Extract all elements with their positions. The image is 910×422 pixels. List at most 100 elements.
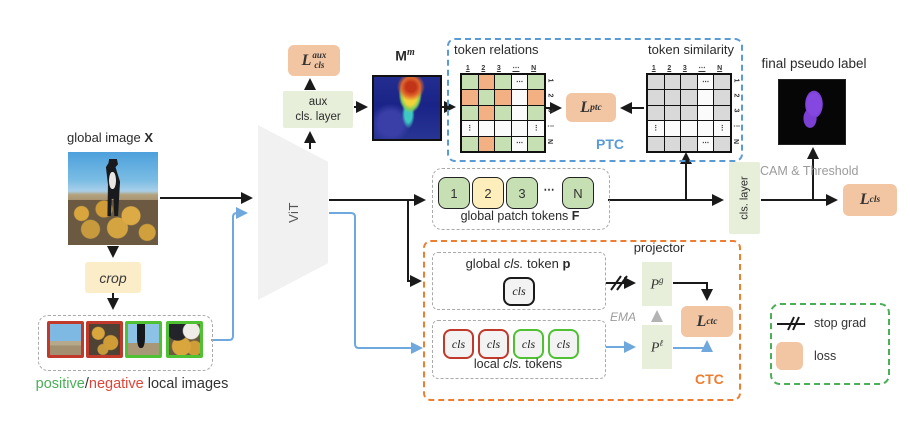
grid-cell	[528, 105, 544, 121]
stop-grad-label: stop grad	[814, 316, 867, 330]
global-cls-token-title: global cls. token p	[465, 256, 571, 271]
global-patch-tokens-caption: global patch tokens F	[460, 209, 580, 223]
grid-cell	[714, 90, 730, 105]
local-images-box	[38, 315, 213, 371]
grid-cell	[664, 121, 681, 136]
projector-global-box: Pg	[642, 262, 672, 306]
grid-cell	[462, 75, 478, 90]
grid-cell	[495, 136, 511, 151]
grid-cell	[714, 136, 730, 151]
grid-cell	[697, 121, 714, 136]
global-cls-chip: cls	[503, 277, 535, 306]
axis-label: N	[546, 138, 554, 145]
global-image-label: global image X	[66, 130, 153, 145]
axis-label: 2	[481, 65, 486, 72]
axis-label: 1	[465, 65, 470, 72]
grid-cell	[495, 121, 511, 136]
local-image-positive-1	[125, 321, 162, 358]
local-image-positive-2	[166, 321, 203, 358]
axis-label: N	[531, 65, 537, 72]
rock-wall	[68, 200, 158, 245]
token-relations-grid: ⋯⋮⋮⋯	[460, 73, 546, 153]
loss-label: loss	[814, 349, 837, 363]
axis-label: 2	[667, 65, 672, 72]
relations-col-labels: 1 2 3 ⋯ N	[460, 62, 542, 72]
cls-layer-box: cls. layer	[729, 162, 760, 234]
patch-token-dots: ⋯	[543, 184, 555, 196]
grid-cell	[478, 105, 495, 121]
grid-cell	[648, 136, 664, 151]
blue-arrows	[211, 207, 713, 354]
ptc-tag: PTC	[596, 136, 624, 152]
grid-cell	[697, 90, 714, 105]
ema-label: EMA	[610, 310, 637, 324]
dog-chest	[109, 172, 116, 190]
grid-cell	[478, 90, 495, 105]
patch-token-n: N	[562, 177, 594, 209]
grid-cell	[681, 121, 697, 136]
grid-cell	[528, 136, 544, 151]
activation-map-label: Mm	[395, 47, 415, 64]
patch-token-2: 2	[472, 177, 504, 209]
grid-cell: ⋯	[697, 136, 714, 151]
grid-cell	[478, 121, 495, 136]
axis-label: 3	[496, 65, 501, 72]
global-image	[68, 152, 158, 245]
final-pseudo-label-title: final pseudo label	[761, 56, 867, 71]
axis-label: ⋮	[546, 122, 553, 130]
grid-cell	[511, 90, 528, 105]
activation-map-image	[372, 75, 442, 141]
axis-label: 1	[546, 78, 554, 83]
crop-box: crop	[85, 262, 141, 293]
grid-cell	[511, 121, 528, 136]
token-similarity-title: token similarity	[648, 42, 734, 57]
grid-cell	[478, 136, 495, 151]
axis-label: N	[717, 65, 723, 72]
ctc-tag: CTC	[695, 371, 724, 387]
grid-cell	[664, 136, 681, 151]
grid-cell	[462, 90, 478, 105]
grid-cell	[511, 105, 528, 121]
grid-cell	[495, 75, 511, 90]
projector-label: projector	[633, 240, 685, 255]
ptc-module-box	[447, 38, 743, 162]
grid-cell	[714, 75, 730, 90]
grid-cell	[681, 90, 697, 105]
grid-cell: ⋮	[528, 121, 544, 136]
axis-label: ⋯	[512, 65, 520, 72]
local-cls-chip-positive-2: cls	[548, 329, 579, 359]
axis-label: 2	[546, 93, 554, 98]
token-relations-title: token relations	[454, 42, 539, 57]
grid-cell	[648, 75, 664, 90]
grid-cell	[681, 75, 697, 90]
projector-local-box: Pℓ	[642, 325, 672, 369]
grid-cell	[648, 90, 664, 105]
grid-cell: ⋯	[511, 75, 528, 90]
global-patch-tokens-box	[432, 168, 610, 230]
grid-cell	[462, 105, 478, 121]
local-cls-tokens-caption: local cls. tokens	[473, 357, 563, 371]
axis-label: N	[732, 138, 740, 145]
axis-label: 3	[732, 108, 740, 113]
cam-threshold-label: CAM & Threshold	[760, 164, 859, 178]
patch-token-1: 1	[438, 177, 470, 209]
legend-box	[770, 303, 890, 385]
grid-cell	[697, 105, 714, 121]
local-cls-chip-positive-1: cls	[513, 329, 544, 359]
local-images-caption: positive/negative local images	[35, 376, 229, 392]
grid-cell	[714, 105, 730, 121]
grid-cell	[664, 75, 681, 90]
grid-cell	[495, 90, 511, 105]
vit-label: ViT	[285, 202, 301, 223]
loss-swatch	[776, 342, 803, 370]
grid-cell	[495, 105, 511, 121]
grid-cell	[664, 105, 681, 121]
local-cls-chip-negative-2: cls	[478, 329, 509, 359]
local-image-negative-1	[47, 321, 84, 358]
